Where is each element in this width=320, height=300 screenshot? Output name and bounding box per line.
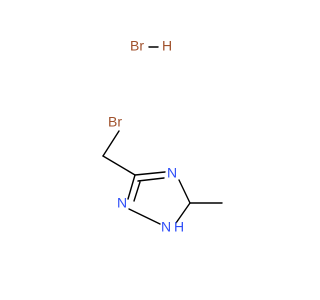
- ring-bond-n1-n2: [128, 208, 161, 225]
- ring-bond-n2-c3: [127, 174, 136, 200]
- nitrogen-n4-label: N: [167, 165, 177, 181]
- ring-bond-n4-c5: [178, 179, 191, 204]
- molecule-canvas: Br H Br N N N H: [102, 37, 223, 235]
- ring-bond-n2-c3-double: [133, 181, 141, 202]
- salt-hydrogen-label: H: [162, 38, 172, 54]
- nitrogen-h-label: H: [174, 219, 184, 235]
- nitrogen-n2-label: N: [117, 195, 127, 211]
- ring-bond-c5-n1: [175, 202, 191, 224]
- ch2-ring-bond: [102, 155, 136, 176]
- molecule-diagram: Br H Br N N N H: [102, 38, 223, 235]
- br-ch2-bond: [102, 130, 120, 157]
- ring-bond-c3-n4: [134, 171, 166, 176]
- nitrogen-n1-label: N: [161, 219, 171, 235]
- salt-bromine-label: Br: [130, 38, 144, 54]
- bromine-atom-label: Br: [108, 114, 122, 130]
- ring-bond-c3-n4-double: [137, 177, 165, 182]
